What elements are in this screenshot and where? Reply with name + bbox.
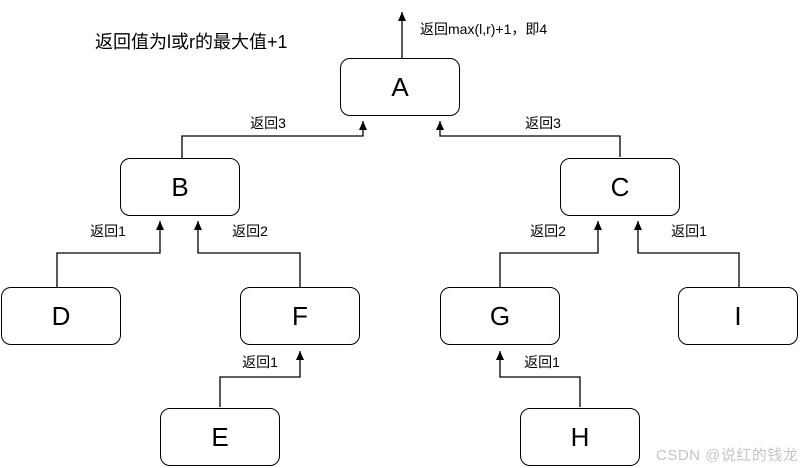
- node-C: C: [560, 158, 680, 216]
- edge-d-to-b: [56, 221, 164, 287]
- edge-h-to-g: [496, 351, 581, 407]
- edge-label-e-to-f: 返回1: [242, 354, 278, 370]
- node-G: G: [440, 287, 560, 345]
- edge-label-h-to-g: 返回1: [524, 354, 560, 370]
- root-return-annotation: 返回max(l,r)+1，即4: [420, 21, 548, 37]
- edge-label-d-to-b: 返回1: [90, 223, 126, 239]
- edge-label-g-to-c: 返回2: [530, 223, 566, 239]
- csdn-watermark: CSDN @说红的钱龙: [656, 447, 799, 464]
- node-E: E: [160, 408, 280, 466]
- edge-c-to-a: [436, 121, 621, 157]
- diagram-title: 返回值为l或r的最大值+1: [95, 32, 288, 52]
- node-A: A: [340, 58, 460, 116]
- node-F: F: [240, 287, 360, 345]
- node-I: I: [678, 287, 798, 345]
- edge-i-to-c: [634, 221, 740, 287]
- edge-b-to-a: [181, 121, 367, 158]
- edge-label-c-to-a: 返回3: [525, 115, 561, 131]
- node-D: D: [1, 287, 121, 345]
- edge-f-to-b: [194, 221, 301, 287]
- edge-label-i-to-c: 返回1: [671, 223, 707, 239]
- node-H: H: [520, 408, 640, 466]
- edge-label-f-to-b: 返回2: [232, 223, 268, 239]
- edge-e-to-f: [219, 351, 304, 407]
- edge-label-b-to-a: 返回3: [250, 115, 286, 131]
- edge-g-to-c: [499, 221, 602, 287]
- node-B: B: [120, 158, 240, 216]
